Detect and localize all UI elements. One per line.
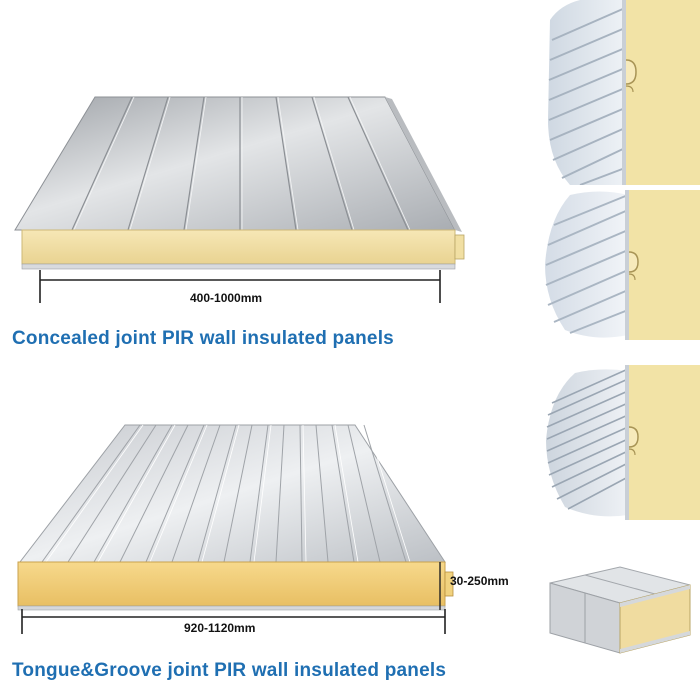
caption-concealed-joint: Concealed joint PIR wall insulated panel…: [12, 328, 394, 349]
width-range-label-tongue-groove: 920-1120mm: [184, 621, 256, 635]
edge-closeup-image-1: [540, 0, 700, 185]
edge-closeup-image-2: [540, 190, 700, 340]
caption-tongue-groove-joint: Tongue&Groove joint PIR wall insulated p…: [12, 660, 447, 681]
tongue-groove-panel-image: [0, 420, 480, 640]
thickness-range-label: 30-250mm: [450, 574, 509, 588]
assembled-panels-image: [540, 555, 700, 665]
edge-closeup-image-3: [540, 365, 700, 520]
concealed-joint-panel-image: [0, 85, 470, 315]
width-range-label-concealed: 400-1000mm: [190, 291, 263, 305]
